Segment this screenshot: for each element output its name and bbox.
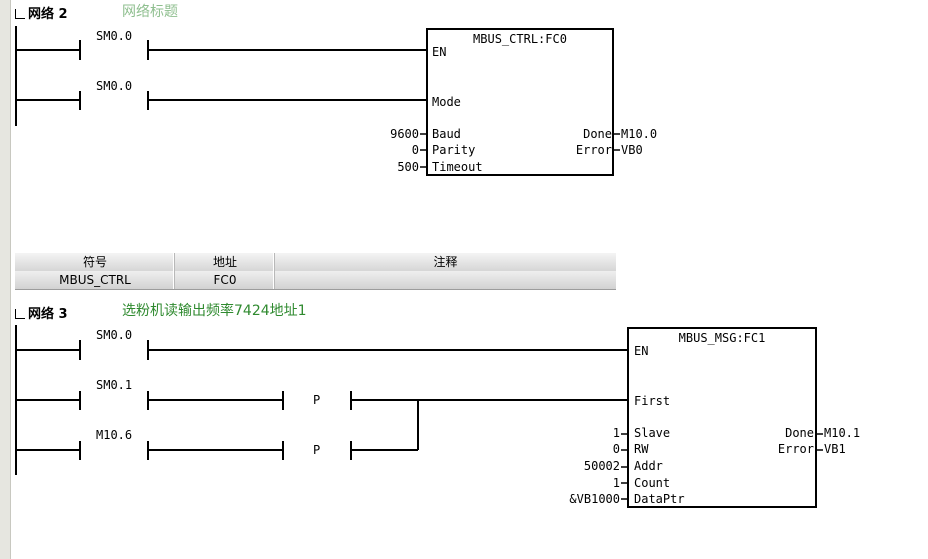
column-header-symbol[interactable]: 符号 xyxy=(82,255,107,269)
block-input-pin: DataPtr xyxy=(634,492,685,506)
network-2-title[interactable]: 网络标题 xyxy=(122,4,178,20)
symbol-cell[interactable]: MBUS_CTRL xyxy=(59,273,131,287)
column-header-comment[interactable]: 注释 xyxy=(433,255,458,269)
operand-value[interactable]: M10.0 xyxy=(621,127,658,141)
column-header-address[interactable]: 地址 xyxy=(212,255,237,269)
block-output-pin: Error xyxy=(575,143,612,157)
operand-value[interactable]: 0 xyxy=(612,442,620,456)
operand-value[interactable]: 500 xyxy=(397,160,419,174)
column-divider xyxy=(173,271,175,289)
block-input-pin: Addr xyxy=(634,459,663,473)
operand-value[interactable]: VB0 xyxy=(621,143,643,157)
block-input-pin: Slave xyxy=(634,426,671,440)
contact-label[interactable]: SM0.1 xyxy=(96,378,133,392)
block-input-pin: First xyxy=(634,394,671,408)
operand-value[interactable]: 50002 xyxy=(583,459,620,473)
column-divider xyxy=(273,253,275,271)
collapse-icon[interactable] xyxy=(15,9,25,19)
network-3-header[interactable]: 网络 3 xyxy=(15,303,68,322)
positive-edge-label[interactable]: P xyxy=(313,443,321,457)
symbol-table: 符号 地址 注释 MBUS_CTRL FC0 xyxy=(15,253,616,290)
contact-label[interactable]: M10.6 xyxy=(96,428,133,442)
contact-label[interactable]: SM0.0 xyxy=(96,328,133,342)
address-cell[interactable]: FC0 xyxy=(213,273,237,287)
block-input-pin: RW xyxy=(634,442,649,456)
block-input-pin: EN xyxy=(432,45,447,59)
block-output-pin: Error xyxy=(777,442,814,456)
operand-value[interactable]: M10.1 xyxy=(824,426,861,440)
operand-value[interactable]: 1 xyxy=(612,426,620,440)
collapse-icon[interactable] xyxy=(15,309,25,319)
block-input-pin: Count xyxy=(634,476,671,490)
positive-edge-label[interactable]: P xyxy=(313,393,321,407)
block-name[interactable]: MBUS_CTRL:FC0 xyxy=(473,32,567,46)
block-input-pin: Timeout xyxy=(432,160,483,174)
block-input-pin: Baud xyxy=(432,127,461,141)
block-input-pin: Parity xyxy=(432,143,476,157)
operand-value[interactable]: &VB1000 xyxy=(569,492,620,506)
block-input-pin: EN xyxy=(634,344,649,358)
block-name[interactable]: MBUS_MSG:FC1 xyxy=(678,331,766,345)
operand-value[interactable]: 9600 xyxy=(390,127,419,141)
block-input-pin: Mode xyxy=(432,95,461,109)
left-gutter xyxy=(0,0,11,559)
column-divider xyxy=(173,253,175,271)
operand-value[interactable]: 1 xyxy=(612,476,620,490)
contact-label[interactable]: SM0.0 xyxy=(96,29,133,43)
operand-value[interactable]: 0 xyxy=(411,143,419,157)
block-output-pin: Done xyxy=(785,426,814,440)
contact-label[interactable]: SM0.0 xyxy=(96,79,133,93)
column-divider xyxy=(273,271,275,289)
table-row[interactable]: MBUS_CTRL FC0 xyxy=(15,271,616,290)
operand-value[interactable]: VB1 xyxy=(824,442,846,456)
network-3-title[interactable]: 选粉机读输出频率7424地址1 xyxy=(122,303,307,319)
network-2-header[interactable]: 网络 2 xyxy=(15,3,68,22)
block-output-pin: Done xyxy=(583,127,612,141)
